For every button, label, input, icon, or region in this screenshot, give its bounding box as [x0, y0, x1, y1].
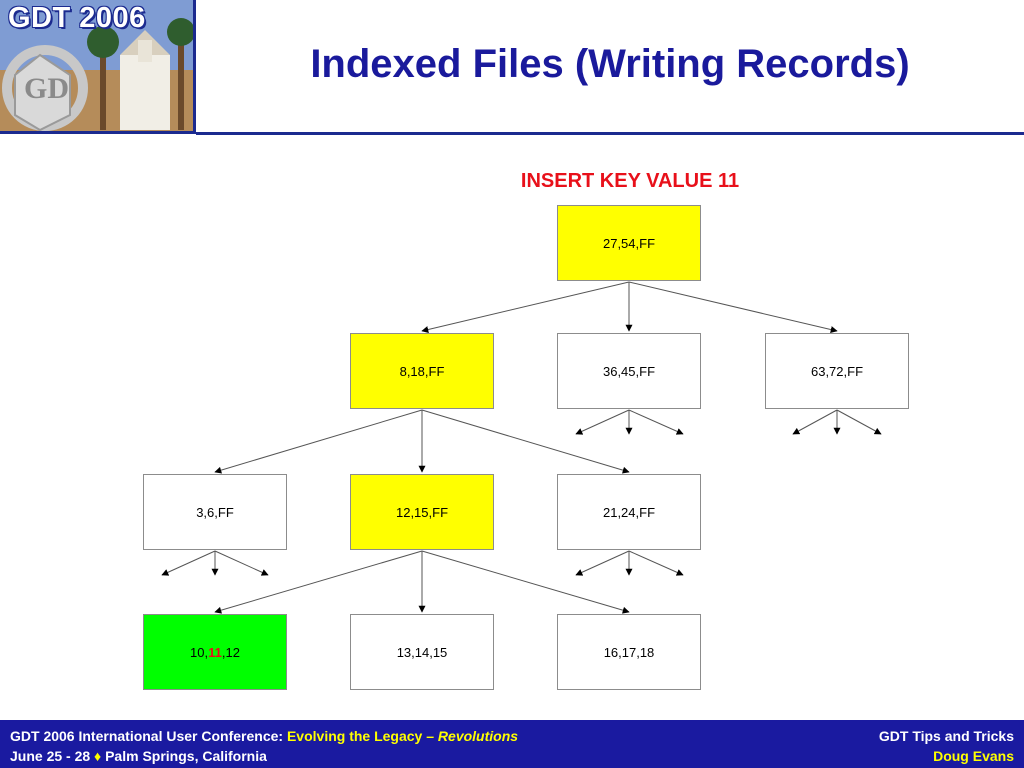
edge-l1a-l2c	[421, 409, 630, 474]
stub-l1c-right	[836, 409, 882, 435]
stub-l1b-left	[575, 409, 630, 435]
node-l1-right: 63,72,FF	[765, 333, 909, 409]
node-l3-right: 16,17,18	[557, 614, 701, 690]
leaf-key-suffix: ,12	[221, 644, 240, 660]
node-l2-right: 21,24,FF	[557, 474, 701, 550]
node-l2-left: 3,6,FF	[143, 474, 287, 550]
node-l3-middle: 13,14,15	[350, 614, 494, 690]
edge-root-l1c	[628, 281, 838, 333]
footer-topic: GDT Tips and Tricks	[878, 728, 1014, 744]
node-root: 27,54,FF	[557, 205, 701, 281]
node-l3-target: 10,11,12	[143, 614, 287, 690]
node-l1-middle: 36,45,FF	[557, 333, 701, 409]
logo-artwork-icon: GD	[0, 0, 193, 131]
footer-date: June 25 - 28	[10, 748, 91, 764]
edge-l2b-l3a	[214, 550, 423, 614]
stub-l1b-right	[628, 409, 684, 435]
diagram-heading: INSERT KEY VALUE 11	[520, 170, 740, 192]
footer-location: Palm Springs, California	[105, 748, 267, 764]
btree-connectors	[161, 281, 882, 614]
node-l1-left: 8,18,FF	[350, 333, 494, 409]
footer-conference-theme-italic: Revolutions	[437, 728, 519, 744]
inserted-key-11: 11	[208, 644, 222, 660]
edge-l1a-l2a	[214, 409, 423, 474]
stub-l2a-left	[161, 550, 216, 576]
footer-conference-line: GDT 2006 International User Conference: …	[10, 728, 518, 744]
edge-root-l1a	[421, 281, 630, 333]
slide-footer: GDT 2006 International User Conference: …	[0, 720, 1024, 768]
logo-text: GDT 2006	[8, 2, 146, 34]
footer-conference-label: GDT 2006 International User Conference:	[10, 728, 284, 744]
stub-l2a-right	[214, 550, 269, 576]
conference-logo: GD GDT 2006	[0, 0, 196, 134]
node-l2-middle: 12,15,FF	[350, 474, 494, 550]
footer-presenter: Doug Evans	[933, 748, 1014, 764]
edge-l2b-l3c	[421, 550, 630, 614]
stub-l1c-left	[792, 409, 838, 435]
svg-text:GD: GD	[24, 72, 69, 105]
diamond-bullet-icon: ♦	[94, 748, 102, 764]
slide-title: Indexed Files (Writing Records)	[310, 42, 910, 86]
stub-l2c-right	[628, 550, 684, 576]
title-divider	[196, 132, 1024, 135]
footer-conference-theme: Evolving the Legacy –	[286, 728, 435, 744]
footer-date-location-line: June 25 - 28 ♦ Palm Springs, California	[10, 748, 267, 764]
leaf-key-prefix: 10,	[190, 644, 209, 660]
stub-l2c-left	[575, 550, 630, 576]
